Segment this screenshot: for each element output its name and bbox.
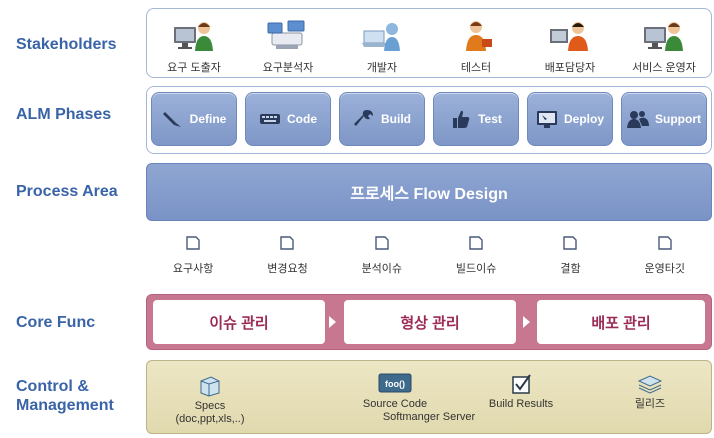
arrow-right-icon	[329, 316, 336, 328]
tester-icon	[466, 21, 492, 51]
document-item: 요구사항	[153, 236, 233, 280]
pencil-icon	[162, 112, 181, 127]
document-label: 결함	[560, 263, 581, 275]
row-label-control: Control & Management	[16, 377, 114, 415]
row-label-control-line2: Management	[16, 397, 114, 414]
control-specs: Specs (doc,ppt,xls,..)	[165, 375, 255, 426]
stakeholder-deployer: 배포담당자	[525, 9, 615, 75]
specs-label: Specs	[194, 400, 226, 412]
document-icon	[280, 236, 295, 250]
phase-deploy-button[interactable]: Deploy	[527, 92, 613, 146]
row-label-control-line1: Control &	[16, 378, 89, 395]
stakeholder-label: 배포담당자	[544, 62, 596, 74]
source-code-label: Source Code	[362, 398, 428, 410]
document-label: 빌드이슈	[455, 263, 497, 275]
row-label-stakeholders: Stakeholders	[16, 36, 117, 53]
document-icon	[186, 236, 200, 250]
package-icon	[637, 375, 663, 394]
core-func-label: 이슈 관리	[209, 314, 269, 332]
monitor-icon	[536, 111, 557, 128]
document-label: 분석이슈	[361, 263, 403, 275]
control-build-results: Build Results	[475, 373, 567, 411]
stakeholder-tester: 테스터	[431, 9, 521, 75]
control-source-code: foo() Source Code	[351, 373, 439, 411]
core-func-panel: 이슈 관리 형상 관리 배포 관리	[146, 294, 712, 350]
release-label: 릴리즈	[634, 398, 666, 410]
core-deployment-management: 배포 관리	[537, 300, 705, 344]
build-results-label: Build Results	[488, 398, 554, 410]
documents-row: 요구사항 변경요청 분석이슈 빌드이슈 결함 운영타깃	[146, 236, 712, 280]
phase-label: Define	[189, 112, 227, 126]
process-flow-design-bar: 프로세스 Flow Design	[146, 163, 712, 221]
phase-label: Build	[381, 112, 411, 126]
document-item: 운영타깃	[625, 236, 705, 280]
stakeholder-service-operator: 서비스 운영자	[619, 9, 709, 75]
core-issue-management: 이슈 관리	[153, 300, 325, 344]
document-label: 운영타깃	[644, 263, 686, 275]
phase-test-button[interactable]: Test	[433, 92, 519, 146]
stakeholder-label: 요구분석자	[262, 62, 314, 74]
process-area-label: 프로세스 Flow Design	[350, 186, 508, 203]
phase-label: Code	[287, 112, 317, 126]
document-icon	[469, 236, 483, 250]
stakeholder-label: 서비스 운영자	[632, 62, 696, 74]
wrench-icon	[354, 110, 373, 126]
stakeholder-label: 요구 도출자	[167, 62, 221, 74]
stakeholder-developer: 개발자	[337, 9, 427, 75]
phase-label: Deploy	[563, 112, 604, 126]
phase-support-button[interactable]: Support	[621, 92, 707, 146]
code-function-icon: foo()	[378, 373, 412, 393]
document-icon	[658, 236, 672, 250]
server-label: Softmanger Server	[382, 411, 476, 423]
core-func-label: 형상 관리	[400, 314, 460, 332]
document-item: 변경요청	[247, 236, 327, 280]
document-stack-icon	[200, 376, 220, 397]
phase-define-button[interactable]: Define	[151, 92, 237, 146]
stakeholder-requirement-analyst: 요구분석자	[243, 9, 333, 75]
core-configuration-management: 형상 관리	[344, 300, 516, 344]
control-management-panel: Specs (doc,ppt,xls,..) foo() Source Code…	[146, 360, 712, 434]
thumbs-up-icon	[453, 110, 470, 128]
document-label: 요구사항	[172, 263, 214, 275]
computer-network-icon	[267, 20, 305, 49]
row-label-core-func: Core Func	[16, 314, 96, 331]
document-icon	[563, 236, 578, 250]
row-label-alm-phases: ALM Phases	[16, 106, 112, 123]
phase-code-button[interactable]: Code	[245, 92, 331, 146]
stakeholder-label: 개발자	[366, 62, 398, 74]
stakeholders-panel: 요구 도출자 요구분석자 개발자	[146, 8, 712, 78]
code-function-label: foo()	[385, 379, 405, 389]
checkbox-icon	[512, 374, 531, 394]
document-icon	[375, 236, 389, 250]
specs-formats: (doc,ppt,xls,..)	[175, 413, 245, 425]
phase-build-button[interactable]: Build	[339, 92, 425, 146]
alm-phases-panel: Define Code Build Test Deploy Support	[146, 86, 712, 154]
stakeholder-requirement-elicitor: 요구 도출자	[149, 9, 239, 75]
core-func-label: 배포 관리	[591, 314, 651, 332]
keyboard-icon	[260, 114, 280, 124]
deployer-icon	[550, 22, 588, 51]
document-item: 결함	[530, 236, 610, 280]
document-item: 빌드이슈	[436, 236, 516, 280]
user-computer-icon	[174, 22, 213, 51]
document-label: 변경요청	[267, 263, 308, 275]
developer-icon	[362, 23, 400, 51]
users-icon	[627, 111, 649, 128]
row-label-process-area: Process Area	[16, 183, 118, 200]
document-item: 분석이슈	[342, 236, 422, 280]
phase-label: Support	[655, 112, 701, 126]
operator-icon	[644, 22, 683, 51]
stakeholder-label: 테스터	[460, 62, 492, 74]
phase-label: Test	[478, 112, 502, 126]
arrow-right-icon	[523, 316, 530, 328]
control-release: 릴리즈	[615, 373, 685, 411]
